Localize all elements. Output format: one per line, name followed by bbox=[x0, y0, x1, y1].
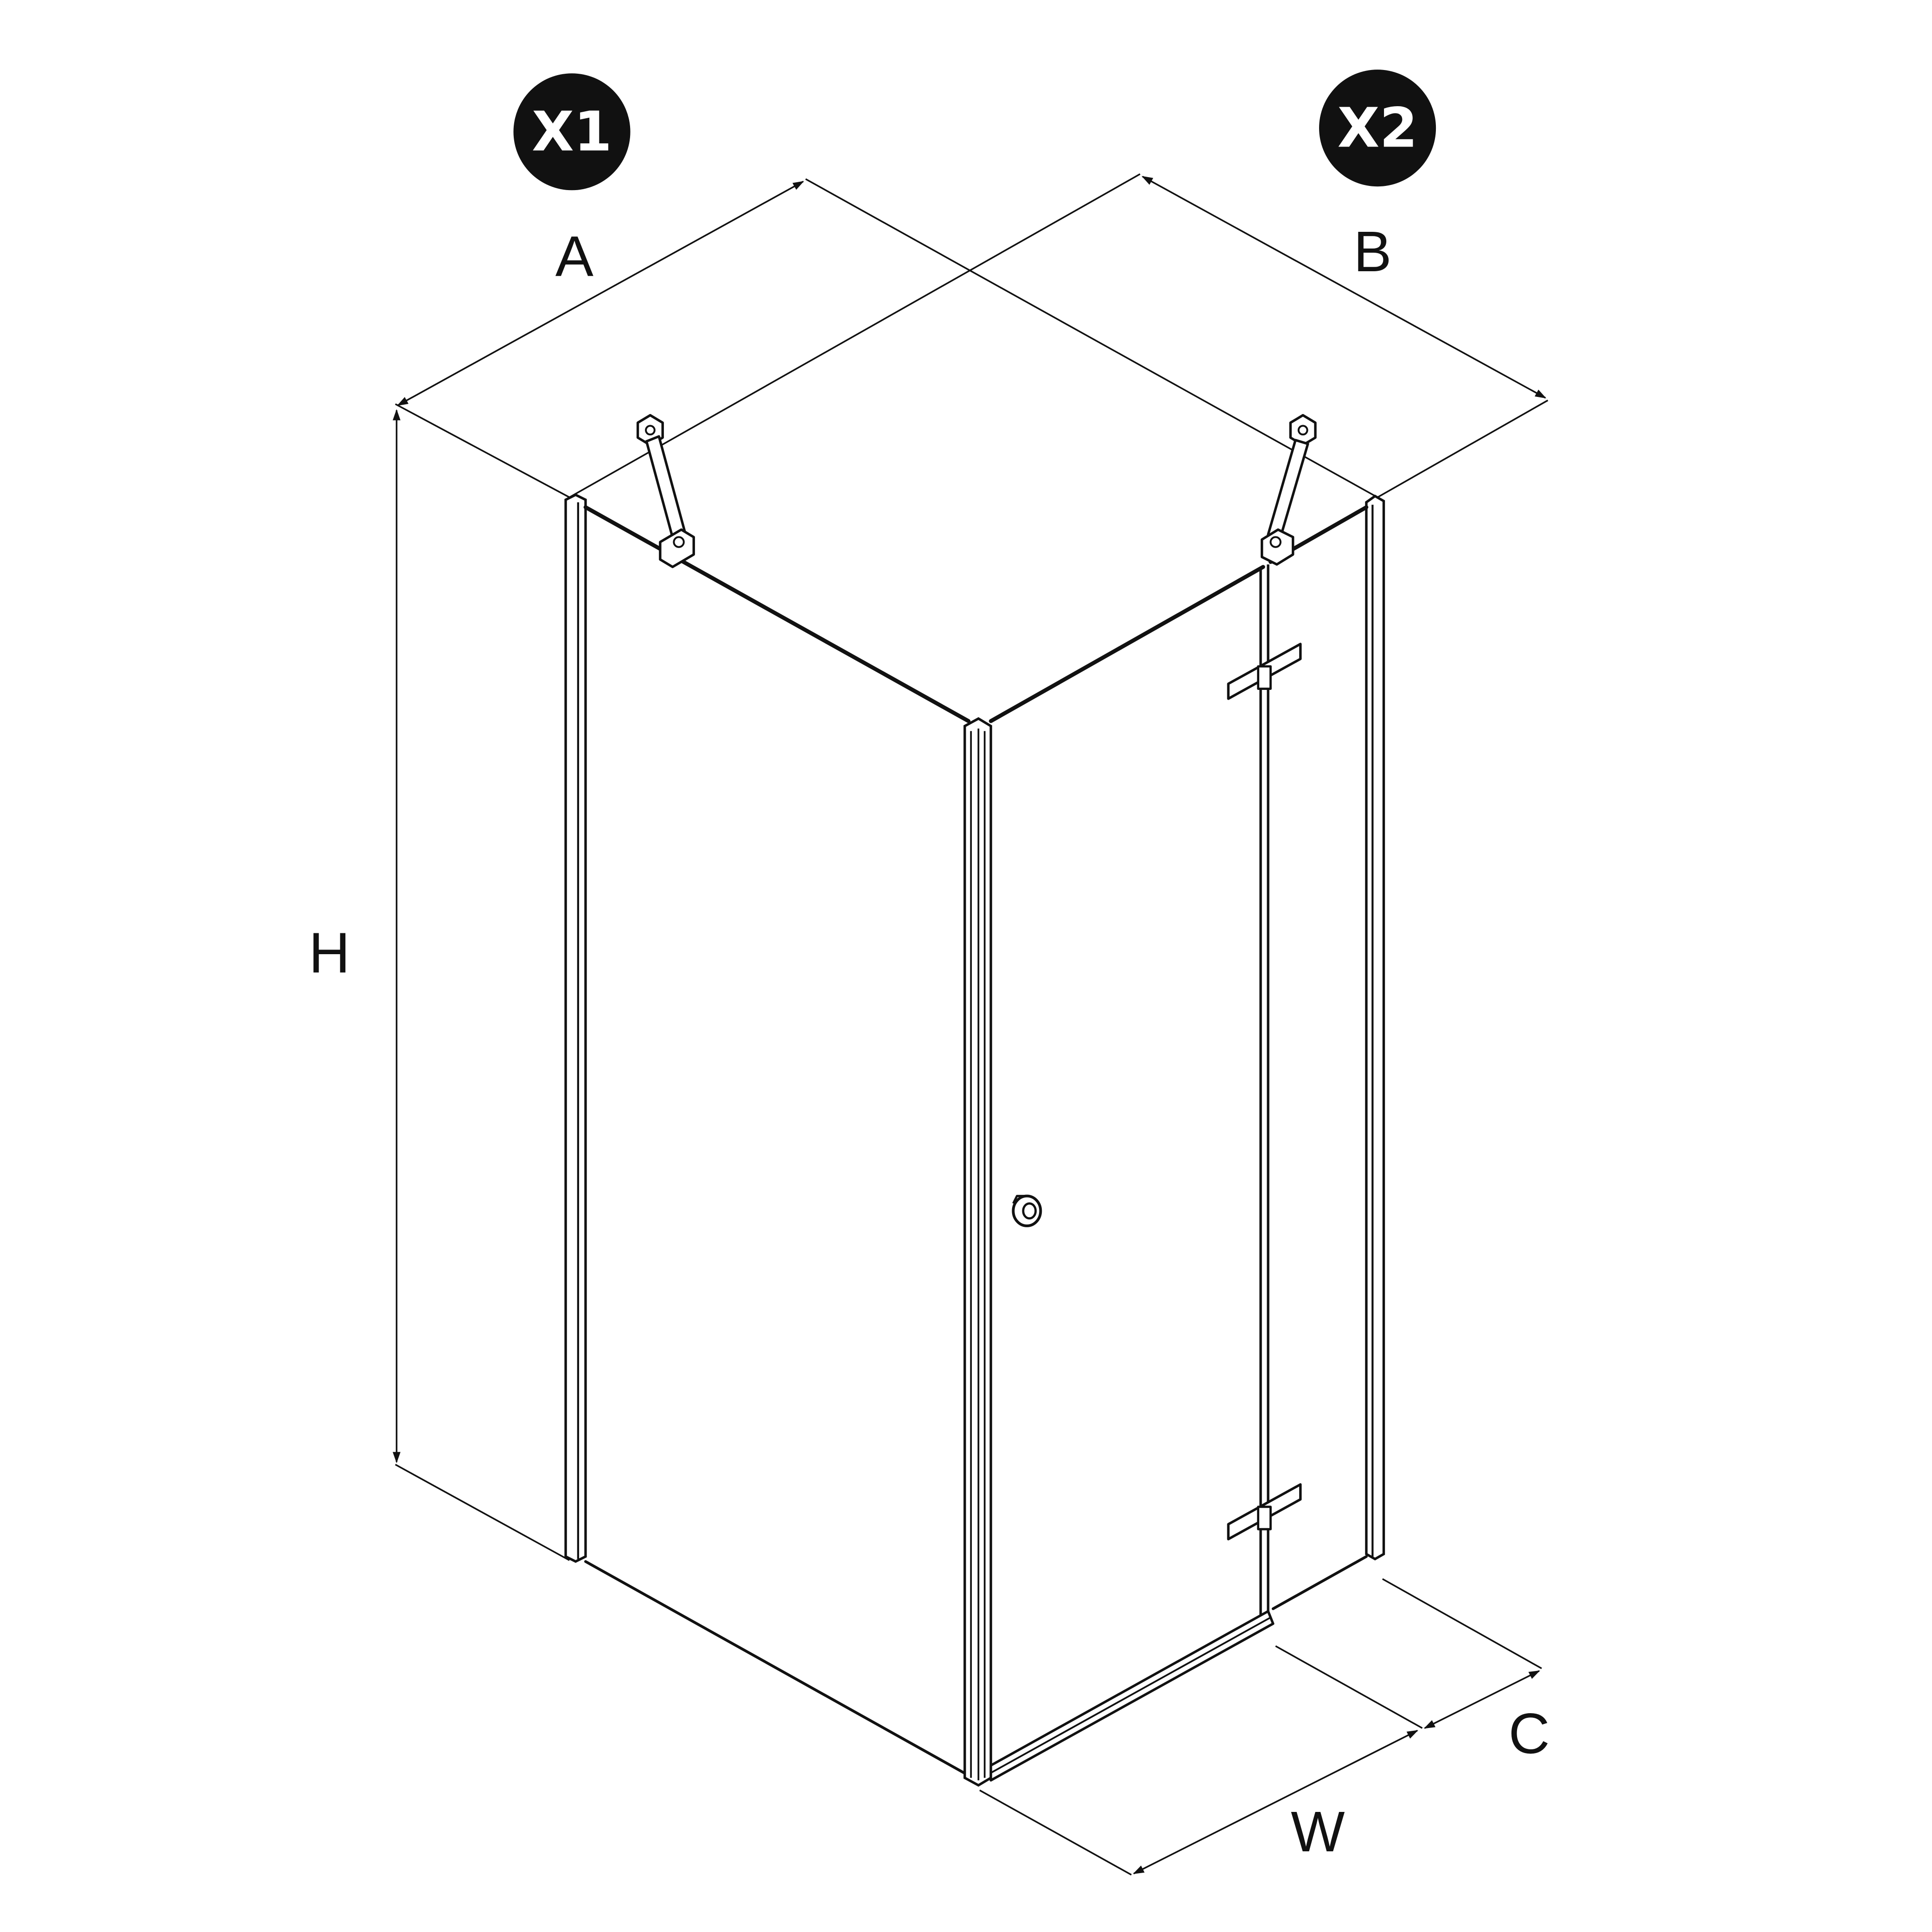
left-wall-profile bbox=[564, 493, 587, 1563]
dimension-b-line bbox=[1141, 176, 1547, 399]
dimension-w: W bbox=[979, 1645, 1423, 1876]
door-bottom-seal bbox=[989, 1610, 1275, 1782]
stabilizer-x1-rod bbox=[645, 435, 688, 543]
dimension-w-line bbox=[1133, 1730, 1419, 1875]
left-wall-profile-body bbox=[564, 493, 587, 1563]
side-panel-top-edge bbox=[583, 505, 971, 723]
hinge-bottom-knuckle bbox=[1257, 1505, 1272, 1530]
stabilizer-x1-glass-clamp-screw bbox=[673, 536, 685, 548]
dimension-b-extension-right bbox=[1377, 399, 1549, 498]
stabilizer-x2-wall-mount-screw bbox=[1297, 425, 1308, 436]
dimension-h-label: H bbox=[309, 921, 350, 985]
hinge-top bbox=[1227, 643, 1302, 700]
dimension-c-label: C bbox=[1509, 1702, 1550, 1766]
badge-x1-label: X1 bbox=[532, 99, 612, 163]
badge-x2-circle bbox=[1319, 70, 1436, 187]
dimension-c-extension-right bbox=[1382, 1578, 1542, 1670]
dimension-a-line bbox=[396, 180, 804, 406]
dimension-c-line bbox=[1423, 1670, 1540, 1729]
hinge-top-knuckle bbox=[1257, 665, 1272, 690]
stabilizer-x1-glass-clamp bbox=[659, 528, 695, 568]
dimension-a: A bbox=[395, 178, 1378, 498]
hinge-bottom bbox=[1227, 1483, 1302, 1541]
fixed-panel-bottom-edge bbox=[1271, 1555, 1368, 1610]
side-panel-left bbox=[583, 505, 971, 1777]
stabilizer-x2-glass-clamp-screw bbox=[1269, 536, 1282, 548]
corner-profile bbox=[963, 717, 992, 1787]
front-panel-top-edge bbox=[988, 565, 1265, 723]
door-bottom-seal-line bbox=[990, 1616, 1271, 1774]
door-knob-stem bbox=[1012, 1195, 1030, 1204]
badge-x2: X2 bbox=[1319, 70, 1436, 187]
dimension-a-extension-right bbox=[805, 178, 1378, 498]
stabilizer-bar-x2 bbox=[1261, 414, 1317, 566]
dimension-a-label: A bbox=[555, 225, 594, 289]
dimension-b: B bbox=[569, 173, 1549, 498]
side-panel-bottom-edge bbox=[584, 1560, 970, 1777]
stabilizer-bar-x1 bbox=[636, 414, 695, 568]
dimension-c: C bbox=[1382, 1578, 1550, 1766]
dimension-w-extension-left bbox=[979, 1789, 1132, 1876]
stabilizer-x1-wall-mount-screw bbox=[645, 425, 656, 436]
badge-x2-label: X2 bbox=[1338, 96, 1418, 159]
dimension-b-label: B bbox=[1353, 220, 1391, 284]
right-wall-profile-body bbox=[1365, 494, 1385, 1561]
dimension-h-extension-bottom bbox=[395, 1464, 570, 1561]
dimension-b-extension-left bbox=[569, 173, 1141, 498]
dimension-w-extension-right bbox=[1275, 1645, 1423, 1729]
door-knob-inner bbox=[1022, 1202, 1037, 1220]
badge-x1-circle bbox=[513, 73, 631, 191]
right-wall-profile bbox=[1365, 494, 1385, 1561]
front-panel bbox=[988, 505, 1369, 1782]
dimension-a-extension-left bbox=[395, 403, 570, 498]
door-knob bbox=[1012, 1194, 1042, 1227]
dimension-h: H bbox=[309, 409, 570, 1561]
badge-x1: X1 bbox=[513, 73, 631, 191]
dimension-w-label: W bbox=[1291, 1800, 1345, 1864]
stabilizer-x2-rod bbox=[1267, 439, 1309, 539]
